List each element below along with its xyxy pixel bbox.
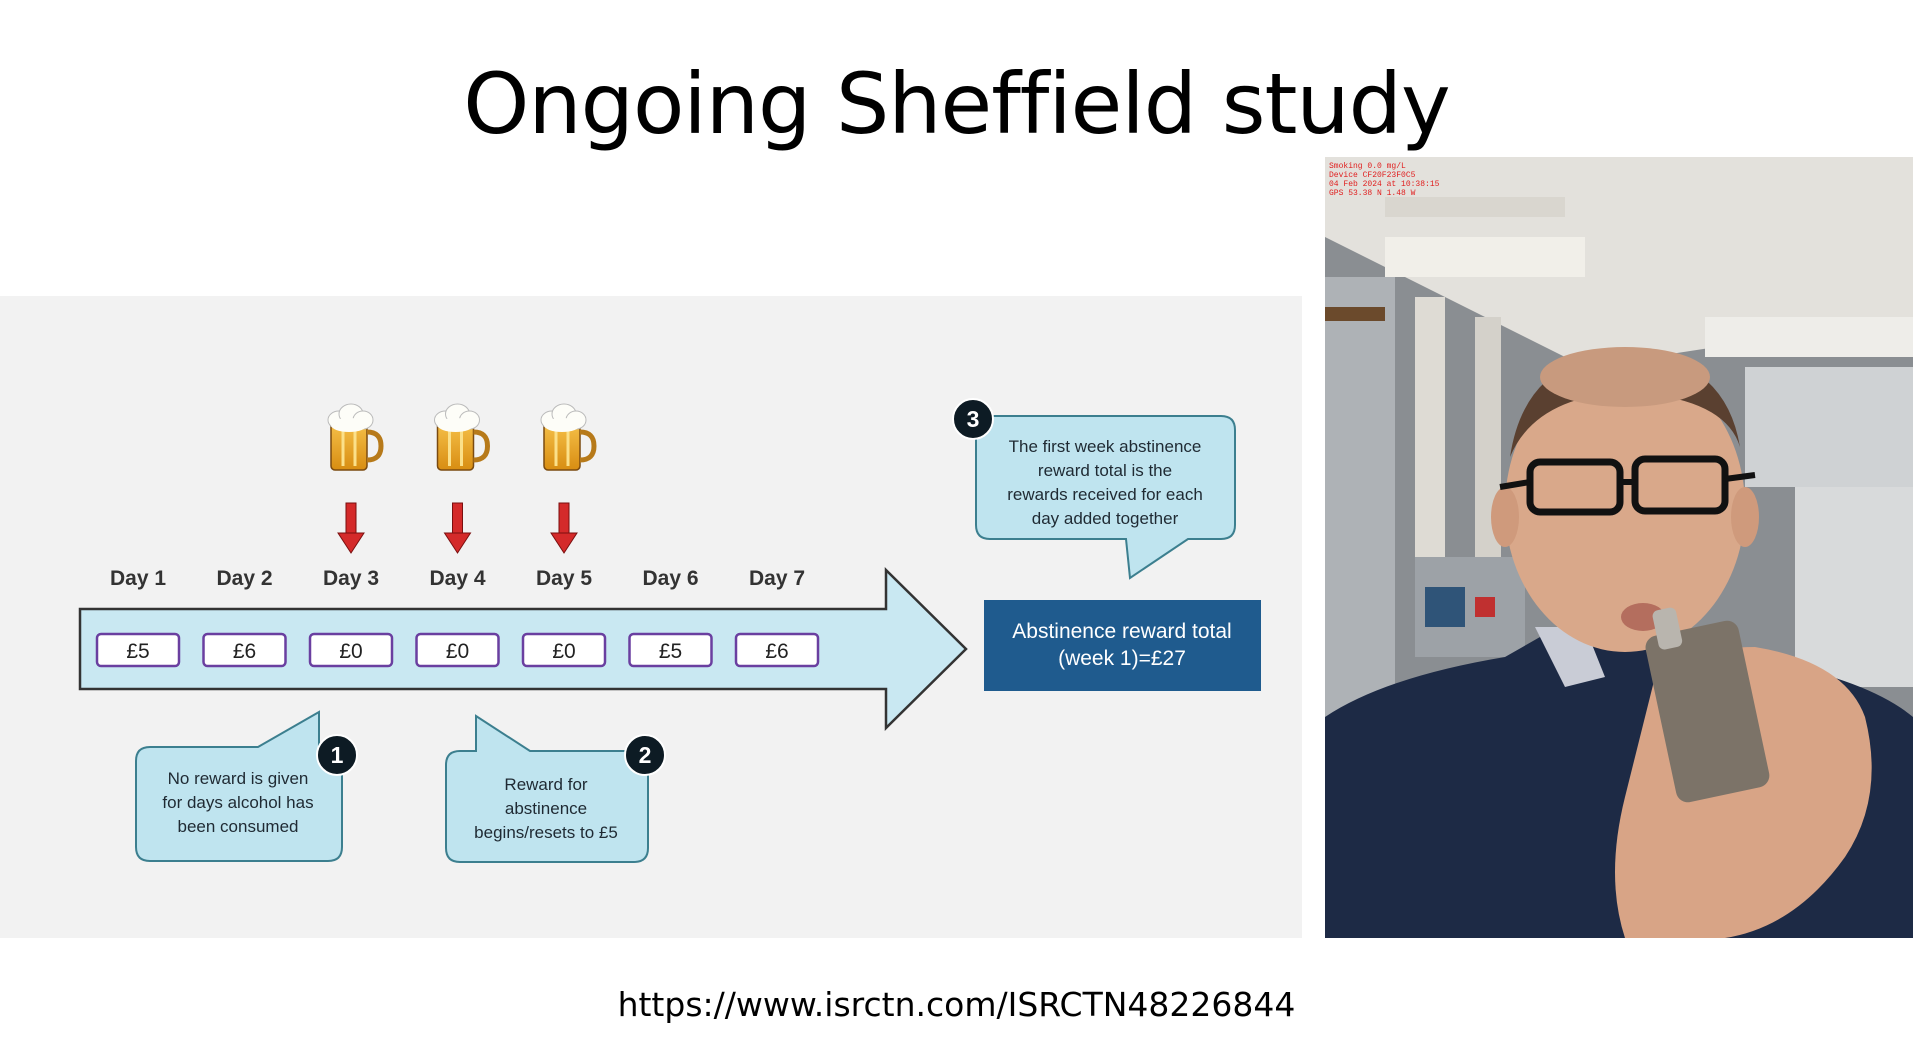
day-amount-box: [521, 632, 607, 668]
callout-1-number: 1: [331, 742, 344, 768]
callout-3-badge: [952, 398, 994, 440]
callout-3-line: The first week abstinence: [1009, 437, 1202, 456]
day-3: Day 3 £0: [308, 403, 394, 668]
callout-1-badge: [316, 734, 358, 776]
photo-overlay-line: 04 Feb 2024 at 10:38:15: [1329, 180, 1440, 189]
day-amount-box: [734, 632, 820, 668]
day-amount: £6: [233, 640, 256, 663]
day-amount-box: [308, 632, 394, 668]
day-6: Day 6 £5: [628, 567, 713, 668]
callout-3-line: reward total is the: [1038, 461, 1172, 480]
day-amount: £5: [659, 640, 682, 663]
study-url[interactable]: https://www.isrctn.com/ISRCTN48226844: [617, 985, 1296, 1024]
day-7: Day 7 £6: [734, 567, 820, 668]
beer-mug-icon: [540, 403, 597, 471]
down-arrow-icon: [337, 502, 365, 554]
day-amount: £0: [552, 640, 575, 663]
day-2: Day 2 £6: [202, 567, 287, 668]
day-label: Day 3: [323, 567, 379, 590]
day-amount-box: [95, 632, 181, 668]
reward-diagram: Day 1 £5 Day 2 £6 Day 3 £0 Day 4 £0 Day 5 £0 Day 6…: [0, 296, 1302, 938]
day-5: Day 5 £0: [521, 403, 607, 668]
day-amount-box: [415, 632, 500, 668]
down-arrow-icon: [443, 502, 472, 554]
callout-2-number: 2: [639, 742, 652, 768]
day-4: Day 4 £0: [415, 403, 500, 668]
total-box: [984, 600, 1261, 691]
day-label: Day 7: [749, 567, 805, 590]
callout-3-line: day added together: [1032, 509, 1179, 528]
beer-mug-icon: [434, 403, 491, 471]
day-amount: £0: [446, 640, 469, 663]
day-label: Day 2: [216, 567, 272, 590]
photo-overlay-line: Smoking 0.0 mg/L: [1329, 162, 1406, 171]
down-arrow-icon: [550, 502, 578, 554]
day-amount: £6: [765, 640, 788, 663]
callout-2-line: Reward for: [504, 775, 587, 794]
day-amount: £0: [339, 640, 362, 663]
beer-mug-icon: [327, 403, 384, 471]
day-amount-box: [202, 632, 287, 668]
day-1: Day 1 £5: [95, 567, 181, 668]
day-label: Day 1: [110, 567, 166, 590]
callout-2-line: abstinence: [505, 799, 587, 818]
day-amount: £5: [126, 640, 149, 663]
callout-2-badge: [624, 734, 666, 776]
day-label: Day 4: [429, 567, 485, 590]
total-line-1: Abstinence reward total: [1012, 620, 1231, 643]
callout-1-line: for days alcohol has: [162, 793, 313, 812]
day-amount-box: [628, 632, 713, 668]
slide-title: Ongoing Sheffield study: [463, 55, 1450, 153]
total-line-2: (week 1)=£27: [1058, 647, 1186, 670]
callout-3-line: rewards received for each: [1007, 485, 1203, 504]
callout-1-line: No reward is given: [168, 769, 309, 788]
day-label: Day 6: [642, 567, 698, 590]
photo-overlay-line: Device CF20F23F0C5: [1329, 171, 1416, 180]
callout-1-line: been consumed: [178, 817, 299, 836]
callout-3-number: 3: [967, 406, 980, 432]
callout-2-line: begins/resets to £5: [474, 823, 618, 842]
day-label: Day 5: [536, 567, 592, 590]
photo-overlay-line: GPS 53.38 N 1.48 W: [1329, 189, 1416, 198]
